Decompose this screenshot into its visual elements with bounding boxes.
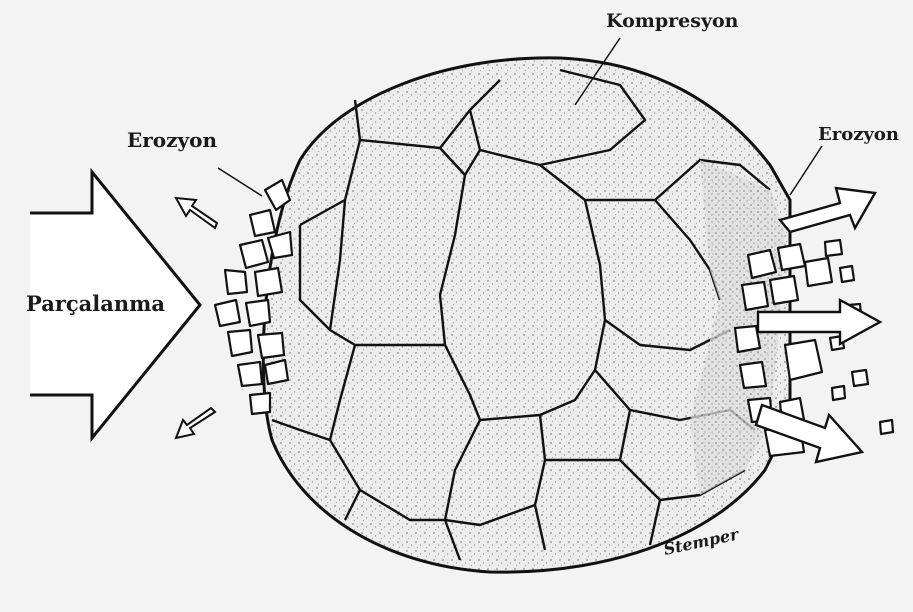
particle-outline	[263, 58, 790, 572]
label-erosion-left: Erozyon	[127, 128, 217, 152]
particle	[263, 58, 790, 572]
label-erosion-right: Erozyon	[818, 124, 899, 145]
label-fragmentation: Parçalanma	[26, 291, 165, 316]
label-compression: Kompresyon	[606, 10, 739, 32]
